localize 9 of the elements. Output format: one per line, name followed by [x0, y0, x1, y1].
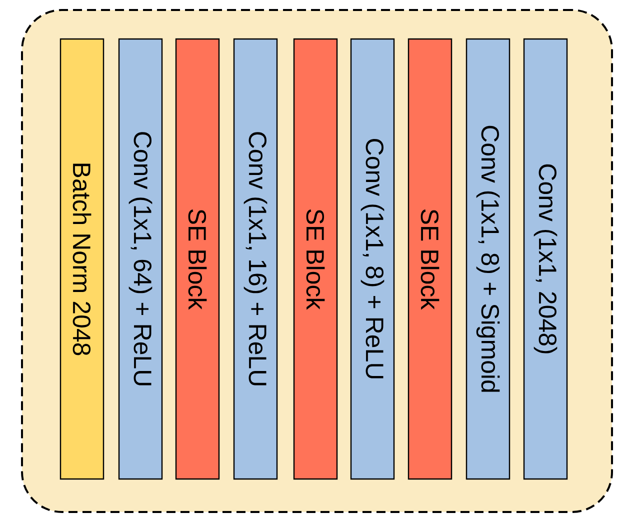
conv-bar: Conv (1x1, 8) + ReLU: [350, 38, 395, 480]
conv-bar: Conv (1x1, 2048): [523, 38, 568, 480]
batch-norm-bar: Batch Norm 2048: [60, 38, 104, 480]
se-block-bar: SE Block: [408, 38, 452, 480]
se-block-bar: SE Block: [293, 38, 338, 480]
conv-bar: Conv (1x1, 8) + Sigmoid: [466, 38, 510, 480]
conv-bar: Conv (1x1, 16) + ReLU: [233, 38, 278, 480]
se-block-bar: SE Block: [175, 38, 220, 480]
conv-bar: Conv (1x1, 64) + ReLU: [118, 38, 163, 480]
